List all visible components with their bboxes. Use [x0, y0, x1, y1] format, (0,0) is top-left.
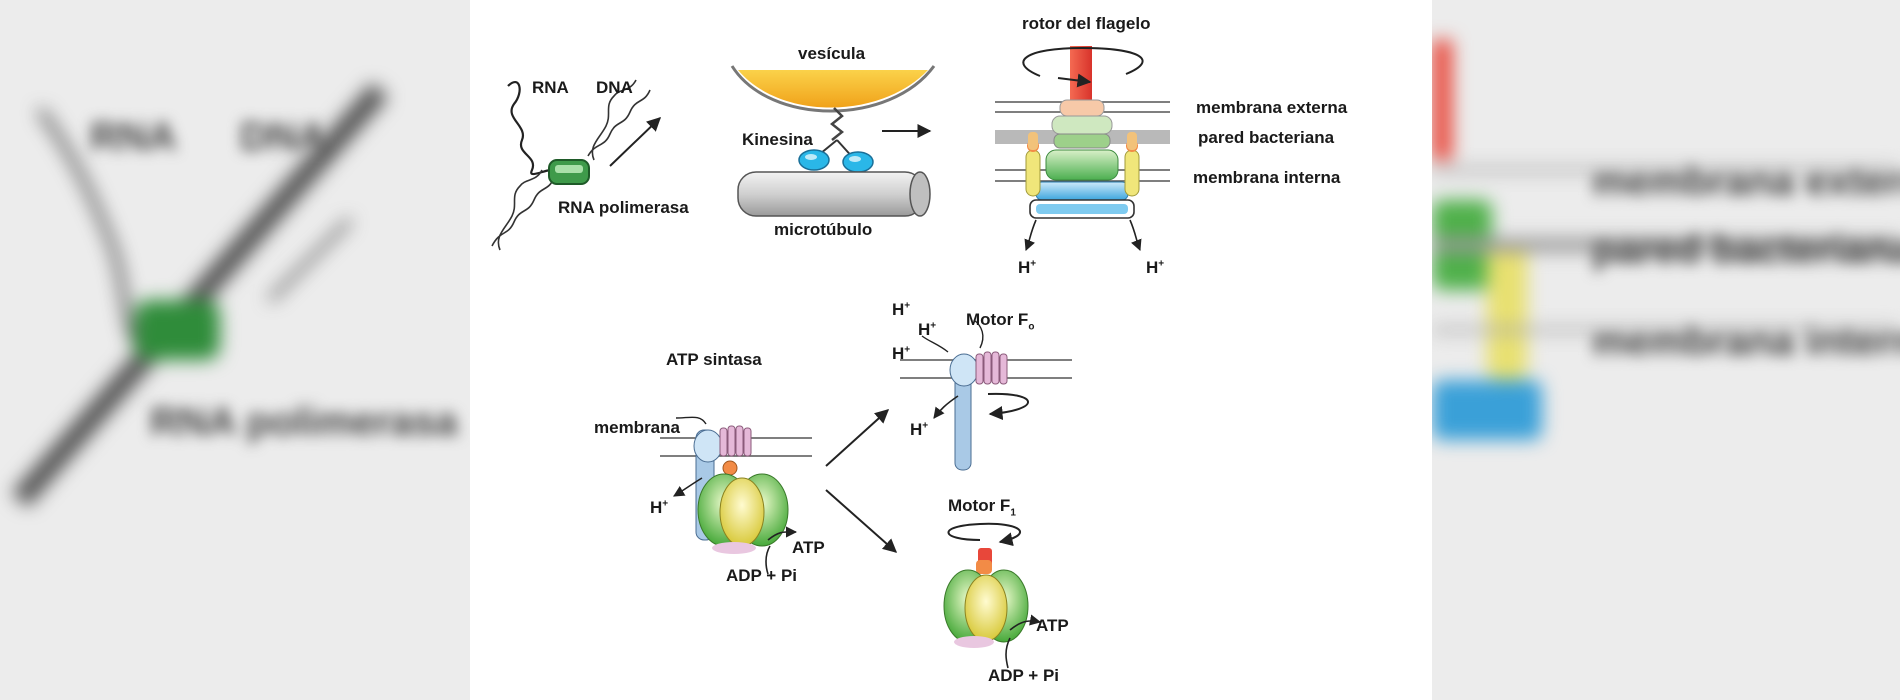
- flagellar-motor-figure: [995, 46, 1170, 252]
- blurred-outer-membrane-label: membrana externa: [1592, 160, 1900, 204]
- diagram-art: [491, 46, 1170, 669]
- blurred-polymerase-label: RNA polimerasa: [150, 400, 458, 444]
- blurred-rna-label: RNA: [90, 115, 177, 159]
- motor-f1-adp-label: ADP + Pi: [988, 666, 1060, 685]
- atp-synthase-atp-label: ATP: [792, 538, 825, 557]
- motor-f1-figure: [943, 522, 1042, 669]
- motor-f1-label: Motor F1: [948, 496, 1016, 519]
- blurred-right-art: [1432, 40, 1900, 440]
- atp-synthase-label: ATP sintasa: [666, 350, 762, 369]
- vesicle-label: vesícula: [798, 44, 866, 63]
- membrane-label: membrana: [594, 418, 680, 437]
- rna-polymerase-figure: [491, 79, 662, 251]
- kinesin-figure: [730, 65, 936, 217]
- blurred-dna-label: DNA: [240, 115, 327, 159]
- motor-fo-label: Motor Fo: [966, 310, 1035, 333]
- fo-proton-label-1: H+: [892, 300, 911, 319]
- microtubule-label: microtúbulo: [774, 220, 873, 239]
- motor-fo-figure: [900, 319, 1072, 471]
- atp-synthase-proton-label: H+: [650, 498, 669, 517]
- fo-proton-label-3: H+: [892, 344, 911, 363]
- motor-f1-atp-label: ATP: [1036, 616, 1069, 635]
- bacterial-wall-label: pared bacteriana: [1198, 128, 1335, 147]
- kinesin-label: Kinesina: [742, 130, 813, 149]
- molecular-motors-diagram: RNA DNA RNA polimerasa vesícula Kinesina…: [470, 0, 1432, 700]
- flagellum-rotor-label: rotor del flagelo: [1022, 14, 1151, 33]
- blurred-inner-membrane-label: membrana interna: [1592, 320, 1900, 364]
- atp-synthase-adp-label: ADP + Pi: [726, 566, 798, 585]
- blurred-wall-label: pared bacteriana: [1592, 228, 1900, 272]
- dna-label: DNA: [596, 78, 633, 97]
- inner-membrane-label: membrana interna: [1193, 168, 1341, 187]
- rna-polymerase-label: RNA polimerasa: [558, 198, 689, 217]
- atp-synthase-figure: [660, 409, 898, 575]
- fo-proton-label-4: H+: [910, 420, 929, 439]
- flagellum-proton-right-label: H+: [1146, 258, 1165, 277]
- blurred-left-background: RNA DNA RNA polimerasa: [0, 0, 470, 700]
- flagellum-proton-left-label: H+: [1018, 258, 1037, 277]
- blurred-left-art: [11, 82, 389, 508]
- blurred-right-background: membrana externa pared bacteriana membra…: [1432, 0, 1900, 700]
- outer-membrane-label: membrana externa: [1196, 98, 1348, 117]
- fo-proton-label-2: H+: [918, 320, 937, 339]
- rna-label: RNA: [532, 78, 569, 97]
